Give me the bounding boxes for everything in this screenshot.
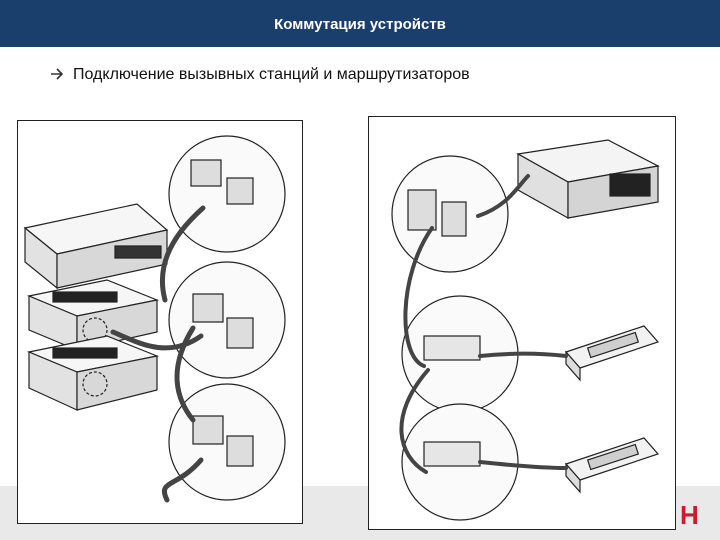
router-device xyxy=(23,203,169,290)
router-device xyxy=(26,335,160,411)
bullet-text: Подключение вызывных станций и маршрутиз… xyxy=(73,66,470,83)
arrow-right-icon xyxy=(51,68,64,80)
router-callstation-wiring-diagram xyxy=(368,116,676,530)
header-bar xyxy=(0,0,720,47)
slide-title: Коммутация устройств xyxy=(274,16,446,33)
router-stack-wiring-diagram xyxy=(17,120,303,524)
logo: H xyxy=(680,500,699,530)
